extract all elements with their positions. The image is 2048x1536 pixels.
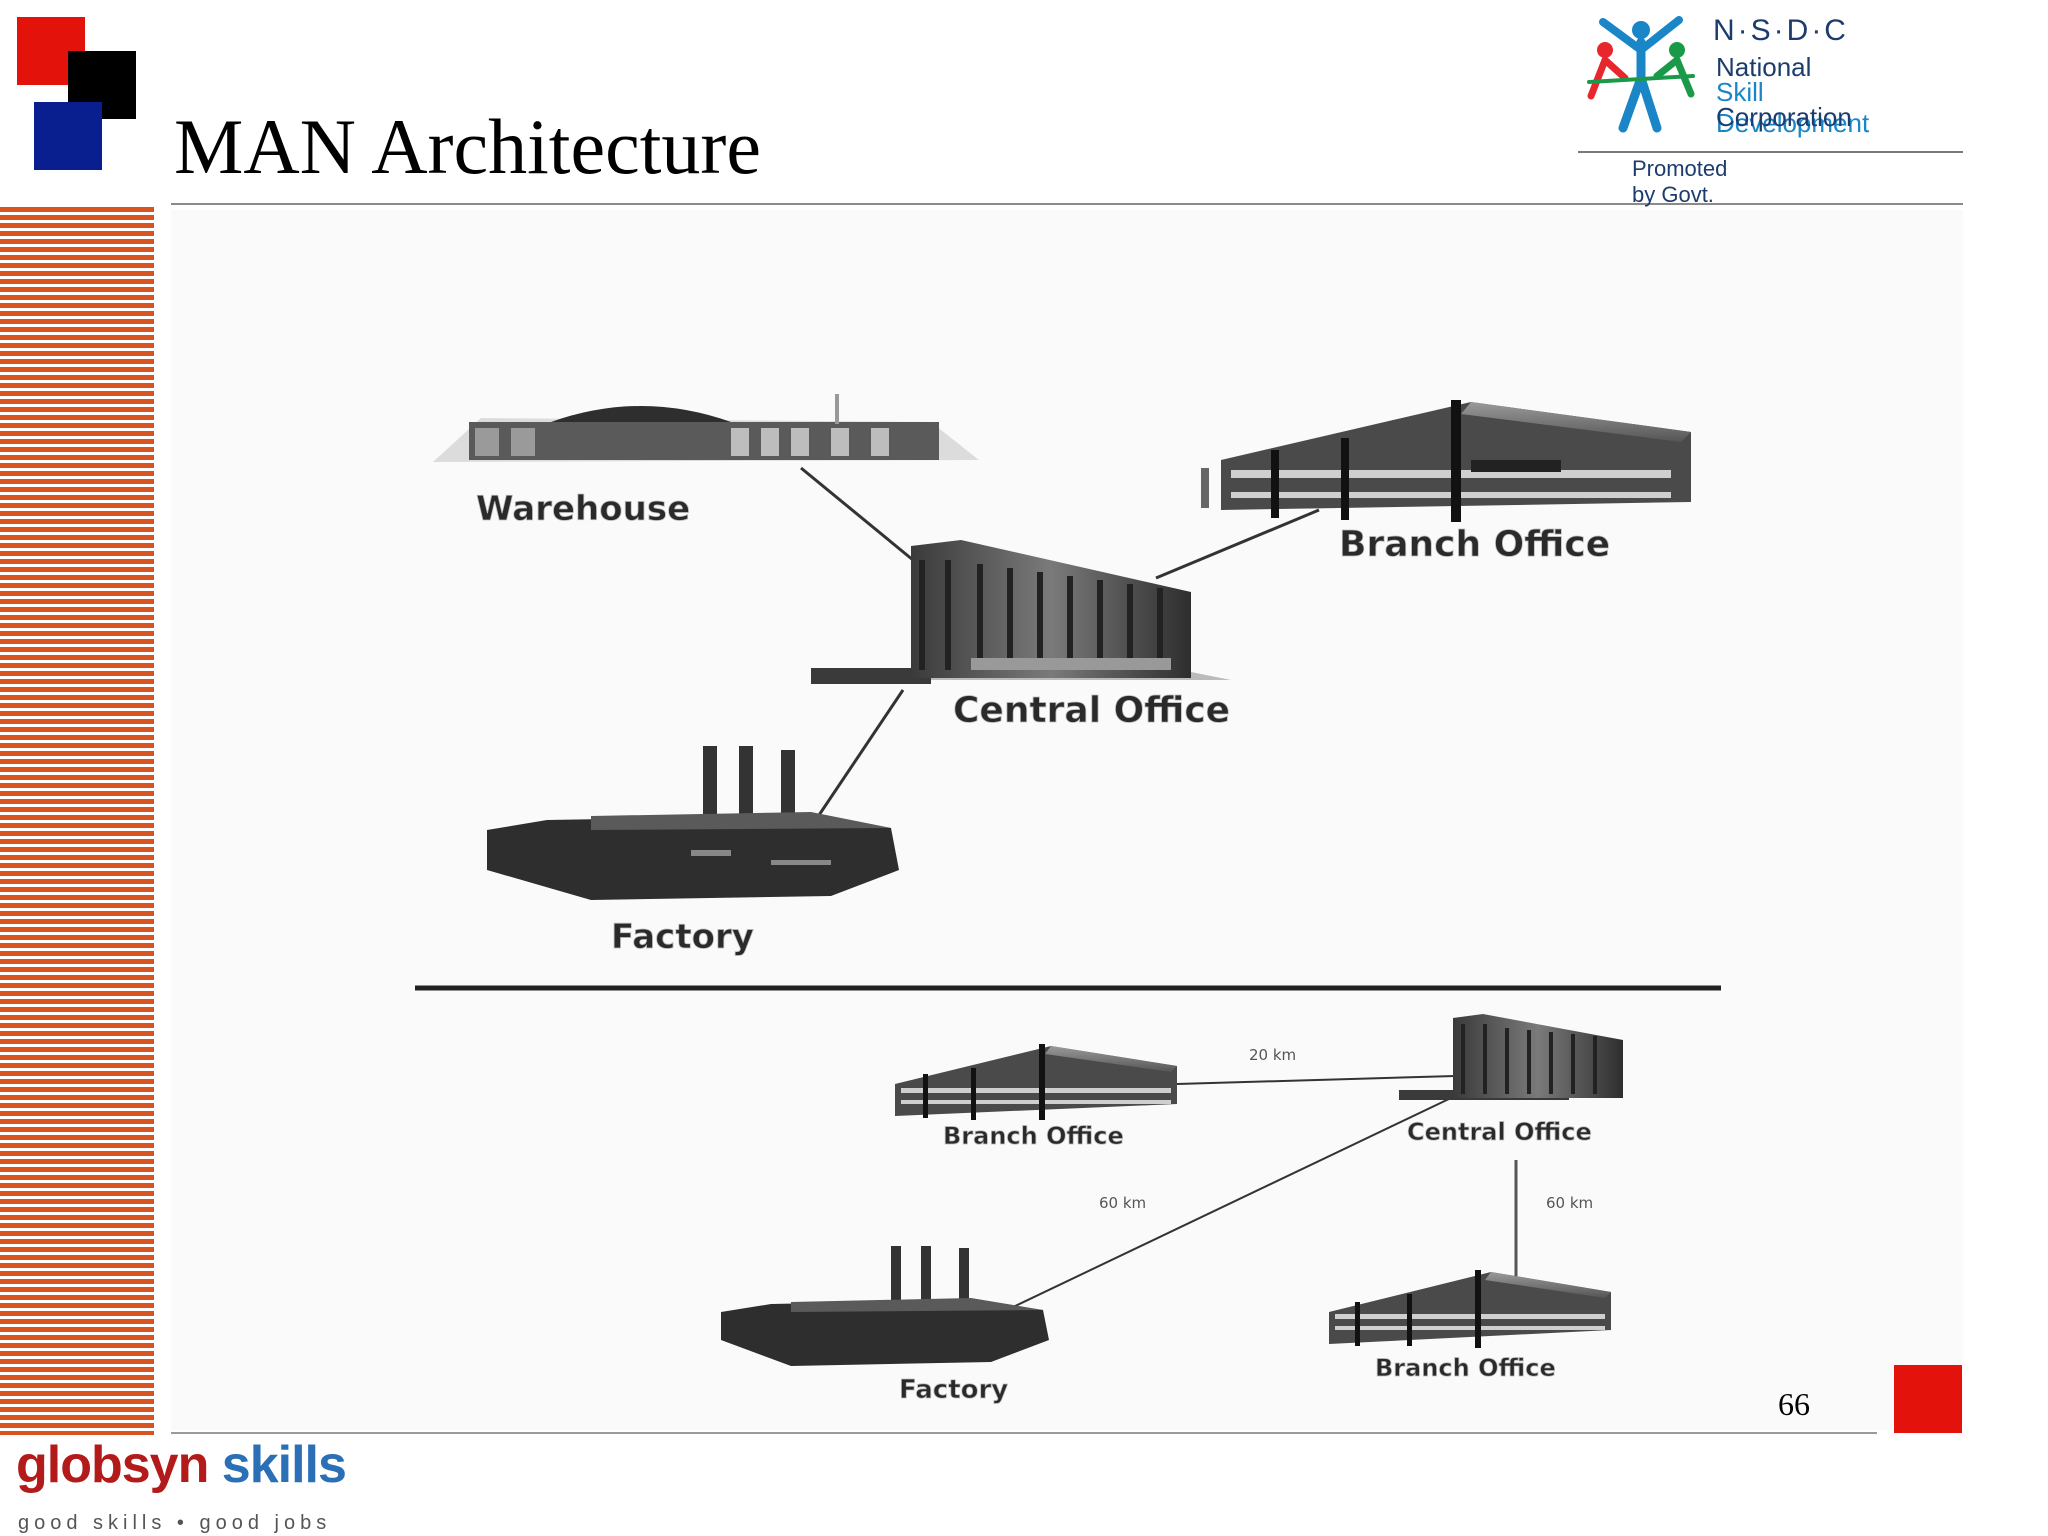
factory-building-top (487, 746, 899, 900)
link-central-factory (807, 689, 905, 831)
warehouse-building (433, 394, 979, 462)
branch-office-building-left (895, 1044, 1177, 1120)
brand-name-part-1: globsyn (16, 1436, 209, 1494)
distance-central-branch: 60 km (1546, 1194, 1593, 1212)
label-branch-office-left: Branch Office (943, 1122, 1124, 1150)
branch-office-building-top (1201, 400, 1691, 522)
label-factory-top: Factory (611, 917, 754, 957)
brand-tagline: good skills • good jobs (18, 1512, 332, 1534)
distance-factory-central: 60 km (1099, 1194, 1146, 1212)
factory-building-bottom (721, 1246, 1049, 1366)
globsyn-logo: globsyn skills (16, 1435, 347, 1495)
link-central-branch (1155, 508, 1320, 580)
label-central-office-bottom: Central Office (1407, 1118, 1592, 1146)
man-architecture-diagram: Warehouse Central Office Branch Office (415, 394, 1721, 1405)
distance-branch-central: 20 km (1249, 1046, 1296, 1064)
label-branch-office-right: Branch Office (1375, 1354, 1556, 1382)
footer-divider (171, 1432, 1877, 1434)
footer-red-square (1894, 1365, 1962, 1433)
link-branch-central-bottom (1176, 1075, 1456, 1085)
central-office-tower (811, 540, 1231, 684)
nsdc-figures-icon (1587, 16, 1695, 133)
corner-blue-square (34, 102, 102, 170)
page-number: 66 (1778, 1386, 1810, 1422)
nsdc-name-line-2: Skill Development (1716, 77, 1870, 138)
label-factory-bottom: Factory (899, 1375, 1008, 1405)
branch-office-building-right (1329, 1270, 1611, 1348)
label-warehouse: Warehouse (476, 489, 690, 529)
brand-name-part-2: skills (221, 1436, 347, 1494)
nsdc-abbreviation: N·S·D·C (1713, 14, 1849, 47)
nsdc-name-line-3: Corporation (1716, 102, 1852, 132)
nsdc-name-line-1: National (1716, 52, 1812, 82)
link-warehouse-central (800, 466, 914, 562)
left-stripe-bar (0, 207, 154, 1435)
nsdc-divider (1578, 151, 1963, 153)
label-branch-office-top: Branch Office (1339, 524, 1610, 565)
diagram-background (171, 210, 1963, 1430)
label-central-office-top: Central Office (953, 690, 1230, 731)
title-divider (171, 203, 1963, 205)
central-office-tower-bottom (1399, 1014, 1623, 1100)
link-factory-central-bottom (1010, 1097, 1452, 1309)
slide-title: MAN Architecture (174, 103, 761, 190)
